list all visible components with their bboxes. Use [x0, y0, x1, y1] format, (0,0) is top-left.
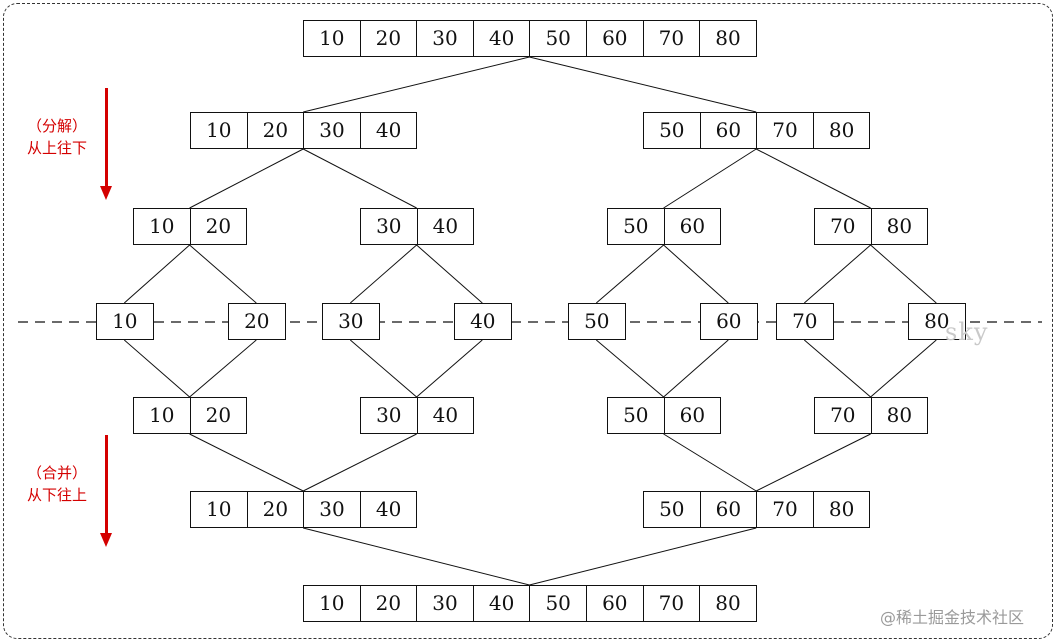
- array-cell: 40: [416, 208, 475, 245]
- merge-arrow-icon: [100, 435, 112, 547]
- array-cell: 10: [133, 208, 191, 245]
- split-label: （分解） 从上往下: [18, 115, 96, 159]
- merge-connector-line: [189, 339, 257, 398]
- merge-connector-line: [189, 433, 304, 492]
- array-cell: 70: [756, 112, 814, 149]
- array-cell: 80: [908, 303, 966, 340]
- array-cell: 50: [607, 397, 665, 434]
- split-connector-line: [595, 244, 664, 304]
- array-cell: 70: [756, 491, 814, 528]
- array-cell: 10: [96, 303, 154, 340]
- merge-label-line2: 从下往上: [26, 486, 87, 504]
- merge-connector-line: [663, 339, 729, 398]
- split-label-line2: 从上往下: [26, 139, 87, 157]
- split-connector-line: [416, 244, 483, 304]
- merge-connector-line: [302, 433, 417, 492]
- split-connector-line: [663, 148, 757, 209]
- array-cell: 70: [814, 208, 872, 245]
- array-cell: 70: [642, 585, 701, 622]
- split-connector-line: [123, 244, 190, 304]
- array-cell: 20: [359, 585, 418, 622]
- array-cell: 60: [586, 585, 644, 622]
- array-cell: 50: [643, 491, 701, 528]
- array-cell: 20: [189, 208, 248, 245]
- merge-connector-line: [663, 433, 757, 492]
- split-connector-line: [349, 244, 417, 304]
- array-cell: 50: [529, 20, 587, 57]
- merge-label-line1: （合并）: [26, 464, 87, 482]
- array-cell: 60: [699, 491, 758, 528]
- array-cell: 60: [663, 208, 722, 245]
- array-cell: 40: [472, 20, 531, 57]
- merge-label: （合并） 从下往上: [18, 462, 96, 506]
- split-connector-line: [755, 148, 871, 209]
- array-cell: 60: [700, 303, 758, 340]
- array-cell: 70: [642, 20, 701, 57]
- array-cell: 80: [870, 208, 929, 245]
- array-cell: 20: [246, 112, 305, 149]
- diagram-frame: [3, 3, 1053, 639]
- array-cell: 50: [643, 112, 701, 149]
- array-cell: 30: [360, 208, 418, 245]
- array-cell: 80: [699, 585, 757, 622]
- array-cell: 70: [814, 397, 872, 434]
- array-cell: 40: [359, 112, 418, 149]
- array-cell: 80: [812, 112, 871, 149]
- array-cell: 20: [246, 491, 305, 528]
- array-cell: 10: [303, 20, 361, 57]
- array-cell: 50: [568, 303, 626, 340]
- site-watermark: @稀土掘金技术社区: [880, 608, 1025, 627]
- array-cell: 80: [870, 397, 929, 434]
- merge-connector-line: [349, 339, 417, 398]
- array-cell: 30: [303, 112, 361, 149]
- array-cell: 10: [303, 585, 361, 622]
- array-cell: 60: [586, 20, 644, 57]
- split-connector-line: [189, 148, 304, 209]
- array-cell: 10: [190, 491, 248, 528]
- array-cell: 80: [699, 20, 757, 57]
- array-cell: 60: [699, 112, 758, 149]
- split-connector-line: [870, 244, 937, 304]
- array-cell: 40: [472, 585, 531, 622]
- array-cell: 40: [359, 491, 418, 528]
- array-cell: 50: [607, 208, 665, 245]
- merge-connector-line: [123, 339, 190, 398]
- array-cell: 70: [776, 303, 834, 340]
- merge-connector-line: [870, 339, 937, 398]
- split-arrow-icon: [100, 88, 112, 200]
- merge-connector-line: [529, 527, 757, 586]
- array-cell: 40: [416, 397, 475, 434]
- array-cell: 60: [663, 397, 722, 434]
- split-connector-line: [189, 244, 257, 304]
- array-cell: 40: [454, 303, 512, 340]
- merge-connector-line: [755, 433, 871, 492]
- array-cell: 20: [359, 20, 418, 57]
- array-cell: 30: [322, 303, 380, 340]
- split-connector-line: [303, 56, 530, 113]
- merge-connector-line: [595, 339, 664, 398]
- array-cell: 80: [812, 491, 871, 528]
- merge-connector-line: [803, 339, 871, 398]
- split-label-line1: （分解）: [26, 117, 87, 135]
- array-cell: 10: [190, 112, 248, 149]
- array-cell: 10: [133, 397, 191, 434]
- merge-connector-line: [303, 527, 530, 586]
- split-connector-line: [803, 244, 871, 304]
- split-connector-line: [529, 56, 757, 113]
- array-cell: 30: [360, 397, 418, 434]
- sky-watermark: sky: [945, 318, 989, 346]
- array-cell: 30: [416, 20, 474, 57]
- array-cell: 30: [416, 585, 474, 622]
- split-connector-line: [302, 148, 417, 209]
- array-cell: 30: [303, 491, 361, 528]
- merge-connector-line: [416, 339, 483, 398]
- array-cell: 20: [228, 303, 286, 340]
- array-cell: 20: [189, 397, 248, 434]
- split-connector-line: [663, 244, 729, 304]
- array-cell: 50: [529, 585, 587, 622]
